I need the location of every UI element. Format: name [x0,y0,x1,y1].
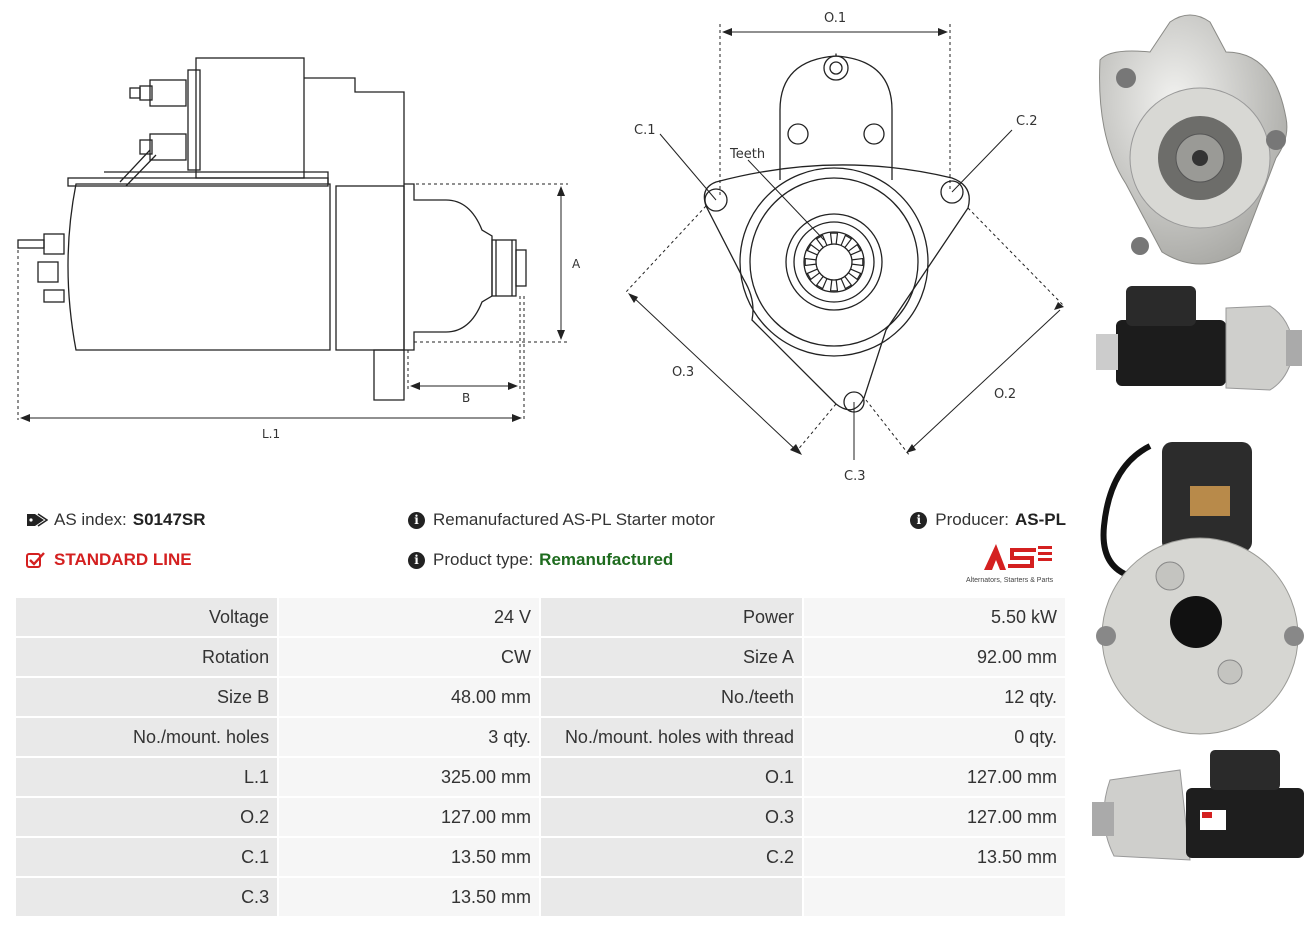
checkbox-checked-icon [26,552,45,568]
gear-tooth [848,268,862,281]
spec-label [540,878,803,916]
gear-tooth [829,232,839,245]
dim-c3-label: C.3 [844,469,865,484]
side-view-drawing: A B L.1 [17,57,581,441]
description-text: Remanufactured AS-PL Starter motor [433,510,715,529]
gear-tooth [806,268,820,281]
gear-tooth [848,243,862,256]
dim-c1-label: C.1 [634,123,655,138]
spec-value [804,878,1065,916]
spec-label: O.2 [16,798,278,836]
product-type-row: i Product type: Remanufactured [408,550,673,570]
gear-tooth [815,234,828,248]
spec-label: Voltage [16,598,278,636]
spec-label: Rotation [16,638,278,676]
spec-value: 3 qty. [279,718,539,756]
info-icon: i [408,511,425,529]
spec-label: Power [540,598,803,636]
standard-line-label: STANDARD LINE [54,550,192,569]
spec-label: C.2 [540,838,803,876]
spec-label: No./mount. holes [16,718,278,756]
product-type-value: Remanufactured [539,550,674,569]
info-icon: i [408,551,425,569]
spec-value: 24 V [279,598,539,636]
spec-value: 12 qty. [804,678,1065,716]
gear-tooth [804,257,817,267]
spec-value: 0 qty. [804,718,1065,756]
as-pl-logo[interactable]: Alternators, Starters & Parts [966,538,1068,584]
spec-value: 48.00 mm [279,678,539,716]
producer-label: Producer: [935,510,1009,529]
spec-value: 13.50 mm [279,878,539,916]
spec-label: No./mount. holes with thread [540,718,803,756]
dim-o1-label: O.1 [824,11,846,26]
spec-value: 13.50 mm [804,838,1065,876]
photo-angled-view[interactable] [1090,740,1308,868]
product-type-label: Product type: [433,550,534,569]
spec-label: O.1 [540,758,803,796]
spec-label: C.3 [16,878,278,916]
spec-label: O.3 [540,798,803,836]
spec-label: No./teeth [540,678,803,716]
gear-tooth [840,276,853,290]
spec-value: 92.00 mm [804,638,1065,676]
gear-tooth [829,279,839,292]
line-row: STANDARD LINE [26,550,192,570]
description-row: i Remanufactured AS-PL Starter motor [408,510,715,530]
spec-value: CW [279,638,539,676]
gear-tooth [851,257,864,267]
spec-value: 127.00 mm [279,798,539,836]
spec-value: 325.00 mm [279,758,539,796]
logo-tagline: Alternators, Starters & Parts [966,577,1054,584]
producer-value: AS-PL [1015,510,1066,529]
tags-icon [27,513,48,527]
dim-c2-label: C.2 [1016,114,1037,129]
spec-label: L.1 [16,758,278,796]
spec-value: 127.00 mm [804,798,1065,836]
producer-row: i Producer: AS-PL [910,510,1066,530]
photo-rear-view[interactable] [1090,426,1308,736]
info-icon: i [910,511,928,529]
photo-side-view[interactable] [1090,278,1308,416]
dim-o2-label: O.2 [994,387,1016,402]
as-index-value: S0147SR [132,510,206,529]
dim-o3-label: O.3 [672,365,694,380]
dim-l1-label: L.1 [262,427,280,441]
spec-value: 5.50 kW [804,598,1065,636]
teeth-label: Teeth [729,147,765,162]
dim-b-label: B [462,391,470,405]
spec-label: Size A [540,638,803,676]
gear-tooth [840,234,853,248]
as-index-label: AS index: [54,510,127,529]
front-view-drawing: O.1 C.1 C.2 Teeth O.3 O.2 C.3 [625,11,1065,484]
spec-label: C.1 [16,838,278,876]
dim-a-label: A [572,257,581,271]
as-index-row: AS index: S0147SR [26,510,206,530]
gear-tooth [806,243,820,256]
photo-front-view[interactable] [1090,8,1308,272]
gear-tooth [815,276,828,290]
spec-label: Size B [16,678,278,716]
spec-value: 13.50 mm [279,838,539,876]
as-logo-mark [984,544,1052,570]
spec-value: 127.00 mm [804,758,1065,796]
